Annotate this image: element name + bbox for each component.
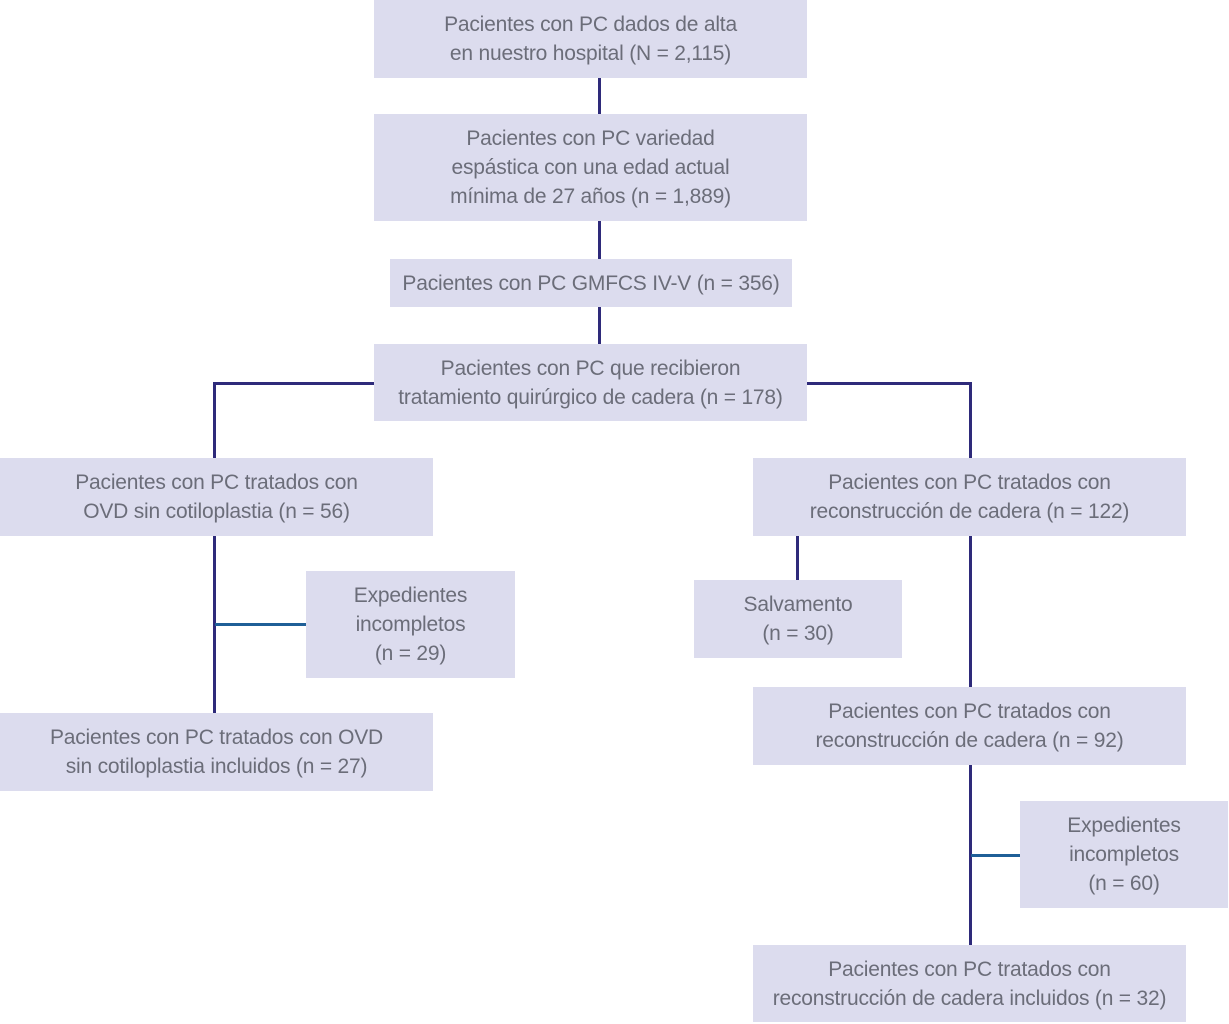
node-ovd-included-label: Pacientes con PC tratados con OVD sin co… (49, 726, 384, 778)
node-reconstruction-included: Pacientes con PC tratados con reconstruc… (753, 945, 1186, 1022)
connector-spastic-gmfcs (598, 221, 601, 259)
node-reconstruction-label: Pacientes con PC tratados con reconstruc… (809, 471, 1130, 523)
node-spastic-label: Pacientes con PC variedad espástica con … (450, 127, 731, 208)
node-reconstruction-incomplete: Expedientes incompletos (n = 60) (1020, 801, 1228, 908)
node-ovd-incomplete: Expedientes incompletos (n = 29) (306, 571, 515, 678)
node-reconstruction-92: Pacientes con PC tratados con reconstruc… (753, 687, 1186, 765)
node-salvage: Salvamento (n = 30) (694, 580, 902, 658)
connector-ovd-included (213, 536, 216, 713)
connector-surgical-left-horizontal (213, 382, 375, 385)
node-gmfcs: Pacientes con PC GMFCS IV-V (n = 356) (390, 259, 792, 307)
node-ovd-incomplete-label: Expedientes incompletos (n = 29) (353, 584, 468, 665)
connector-gmfcs-surgical (598, 307, 601, 344)
node-reconstruction: Pacientes con PC tratados con reconstruc… (753, 458, 1186, 536)
connector-reconstruction-salvage (796, 536, 799, 580)
node-ovd-label: Pacientes con PC tratados con OVD sin co… (75, 471, 358, 523)
node-gmfcs-label: Pacientes con PC GMFCS IV-V (n = 356) (402, 271, 780, 295)
node-surgical-label: Pacientes con PC que recibieron tratamie… (398, 356, 783, 409)
node-reconstruction-included-label: Pacientes con PC tratados con reconstruc… (772, 957, 1167, 1010)
node-reconstruction-incomplete-label: Expedientes incompletos (n = 60) (1067, 814, 1181, 895)
connector-reconstruction-92 (969, 536, 972, 687)
connector-surgical-right-horizontal (807, 382, 972, 385)
node-ovd: Pacientes con PC tratados con OVD sin co… (0, 458, 433, 536)
node-discharged: Pacientes con PC dados de alta en nuestr… (374, 0, 807, 78)
node-salvage-label: Salvamento (n = 30) (743, 593, 853, 645)
connector-surgical-right-vertical (969, 382, 972, 458)
connector-ovd-incomplete (215, 623, 306, 626)
connector-reconstruction-included (969, 765, 972, 945)
connector-reconstruction-incomplete (971, 854, 1020, 857)
node-surgical: Pacientes con PC que recibieron tratamie… (374, 344, 807, 421)
connector-surgical-left-vertical (213, 382, 216, 458)
node-spastic: Pacientes con PC variedad espástica con … (374, 114, 807, 221)
connector-discharged-spastic (598, 78, 601, 114)
node-discharged-label: Pacientes con PC dados de alta en nuestr… (444, 13, 737, 65)
node-reconstruction-92-label: Pacientes con PC tratados con reconstruc… (815, 700, 1124, 752)
node-ovd-included: Pacientes con PC tratados con OVD sin co… (0, 713, 433, 791)
